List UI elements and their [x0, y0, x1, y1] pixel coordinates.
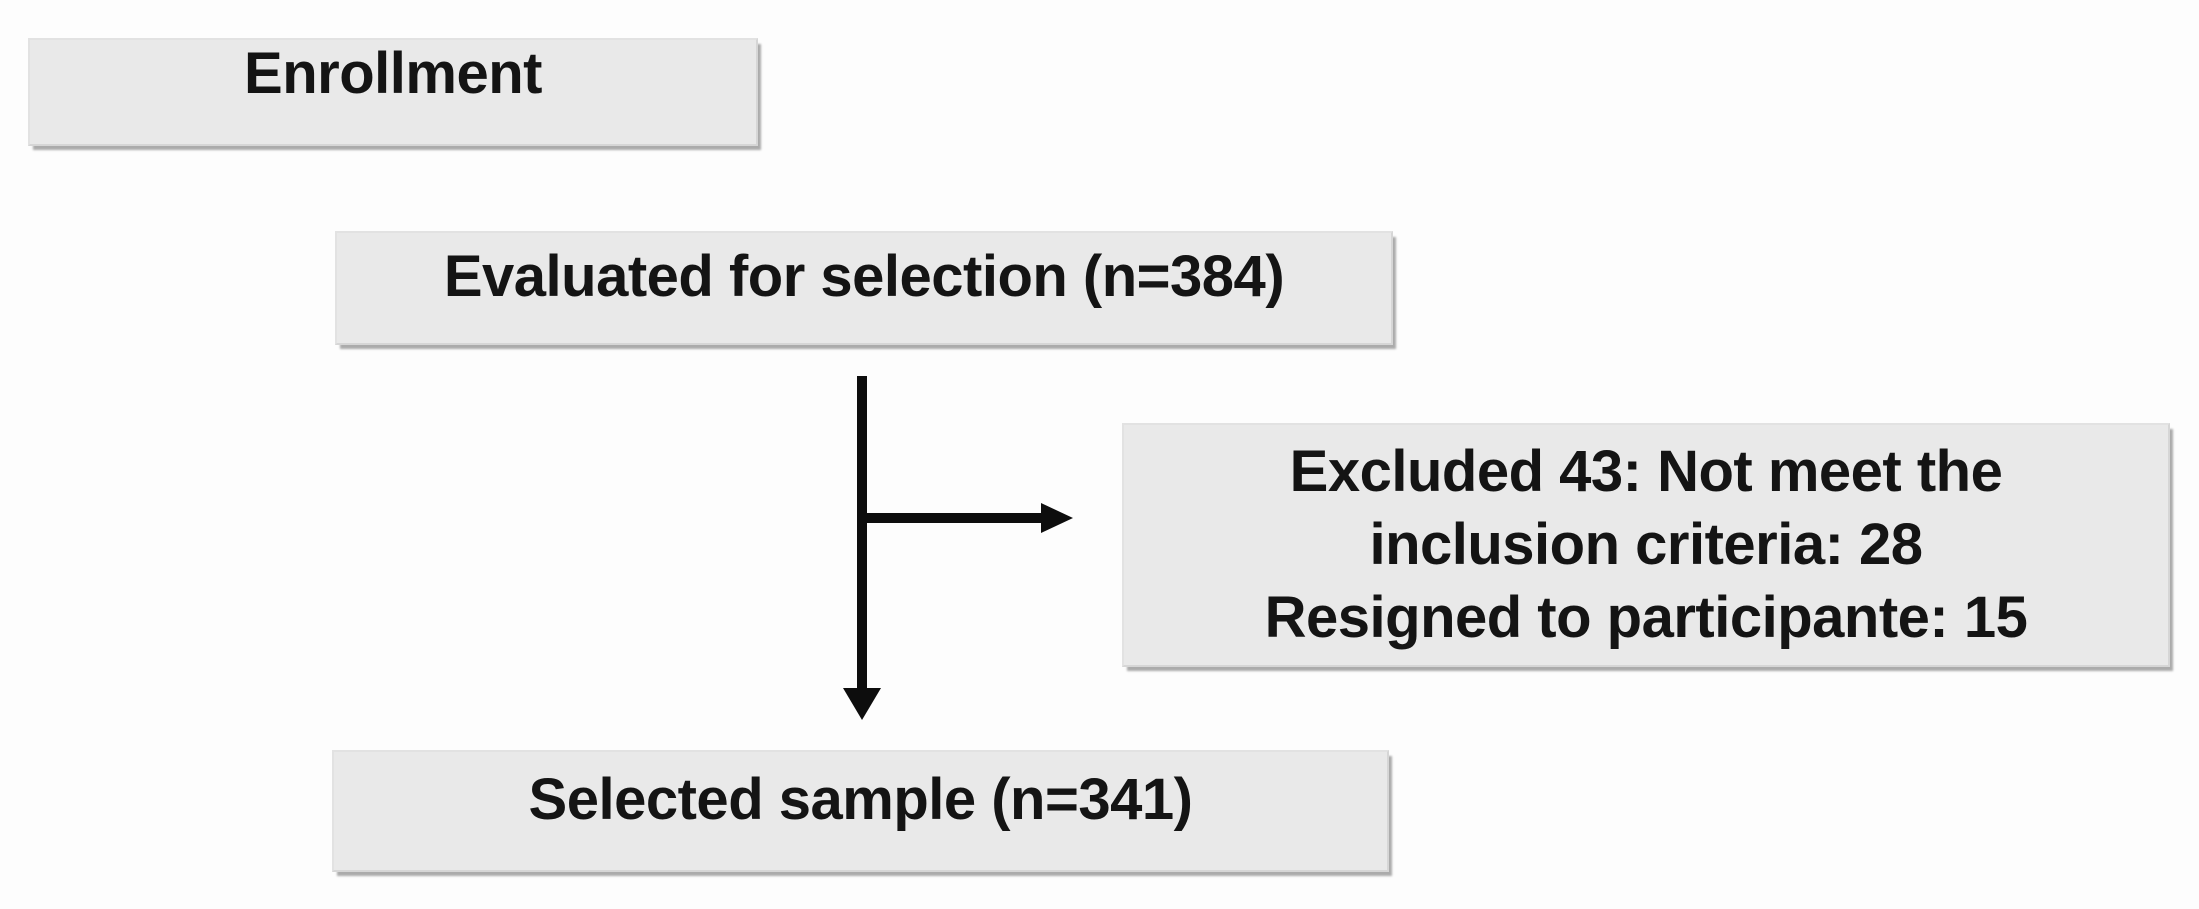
enrollment-box: Enrollment [28, 38, 758, 146]
flow-arrow-down-line [857, 376, 867, 690]
enrollment-label: Enrollment [244, 41, 542, 106]
excluded-line-2: inclusion criteria: 28 [1369, 512, 1923, 577]
arrowhead-right-icon [1041, 503, 1073, 533]
evaluated-for-selection-label: Evaluated for selection (n=384) [443, 244, 1285, 309]
arrowhead-down-icon [843, 688, 881, 720]
excluded-line-3: Resigned to participante: 15 [1264, 585, 2028, 650]
excluded-line-1: Excluded 43: Not meet the [1289, 439, 2003, 504]
selected-sample-label: Selected sample (n=341) [528, 767, 1193, 832]
selected-sample-box: Selected sample (n=341) [332, 750, 1389, 872]
excluded-box: Excluded 43: Not meet the inclusion crit… [1122, 423, 2170, 667]
evaluated-for-selection-box: Evaluated for selection (n=384) [335, 231, 1393, 345]
flow-branch-right-line [857, 513, 1042, 523]
